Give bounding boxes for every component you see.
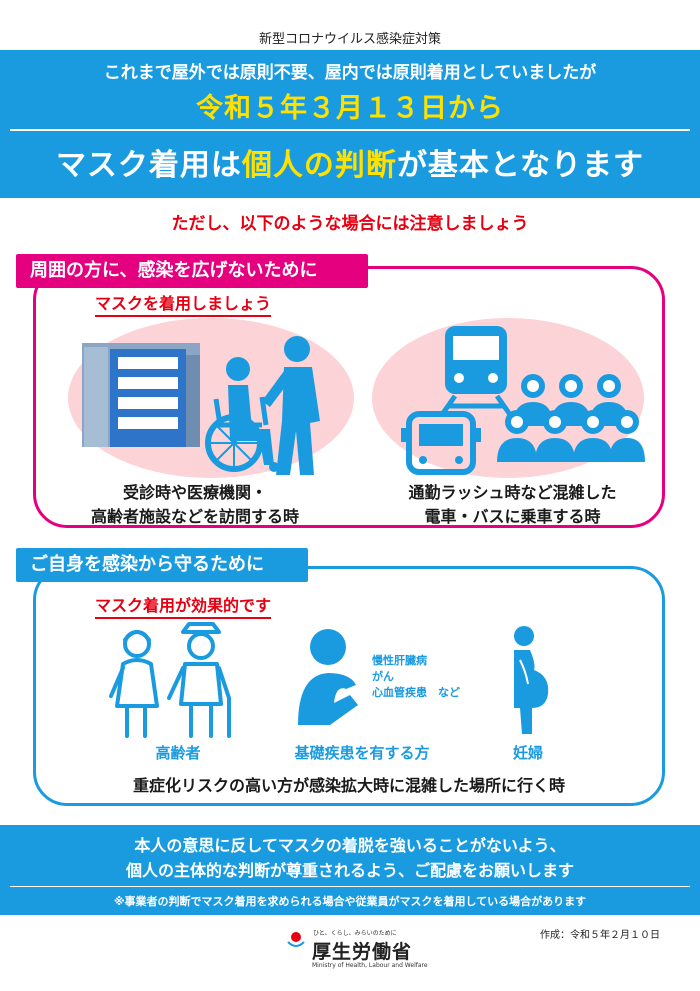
section2-tab: ご自身を感染から守るために (16, 548, 308, 582)
caution-text: ただし、以下のような場合には注意しましょう (171, 214, 529, 234)
disease-list: 慢性肝臓病 がん 心血管疾患 など (372, 653, 460, 701)
caption-hospital-line2: 高齢者施設などを訪問する時 (90, 507, 299, 526)
section1-caption-transit: 通勤ラッシュ時など混雑した 電車・バスに乗車する時 (360, 481, 665, 529)
ministry-logo-icon (284, 932, 308, 952)
section2-frame (33, 566, 665, 806)
caption-transit-line2: 電車・バスに乗車する時 (424, 507, 601, 526)
created-date: 作成：令和５年２月１０日 (540, 930, 660, 941)
train-bus-crowd-icon (401, 326, 645, 475)
banner-main-title: マスク着用は個人の判断が基本となります (0, 140, 700, 184)
section1-subtitle: マスクを着用しましょう (95, 290, 272, 317)
footer-note: ※事業者の判断でマスク着用を求められる場合や従業員がマスクを着用している場合があ… (113, 895, 587, 908)
banner-date: 令和５年３月１３日から (196, 93, 504, 124)
ministry-name-en: Ministry of Health, Labour and Welfare (312, 962, 428, 969)
pregnant-caption: 妊婦 (512, 744, 543, 762)
underlying-condition-person-icon (298, 629, 358, 725)
footer-banner (0, 825, 700, 915)
main-suffix: が基本となります (396, 148, 645, 183)
pregnant-woman-icon (514, 626, 549, 734)
caption-hospital-line1: 受診時や医療機関・ (122, 483, 267, 502)
footer-line1: 本人の意思に反してマスクの着脱を強いることがないよう、 (134, 836, 566, 855)
ministry-name-ja: 厚生労働省 (312, 941, 413, 963)
ministry-tagline: ひと、くらし、みらいのために (313, 930, 397, 937)
banner-line1: これまで屋外では原則不要、屋内では原則着用としていましたが (103, 63, 597, 83)
elderly-caption: 高齢者 (155, 744, 201, 762)
disease-item: 心血管疾患 など (372, 686, 460, 699)
section1-caption-hospital: 受診時や医療機関・ 高齢者施設などを訪問する時 (40, 481, 350, 529)
disease-item: 慢性肝臓病 (372, 654, 427, 667)
section2-bottom-text: 重症化リスクの高い方が感染拡大時に混雑した場所に行く時 (132, 776, 565, 795)
main-highlight: 個人の判断 (241, 148, 397, 183)
banner-divider (10, 129, 690, 131)
disease-item: がん (372, 670, 394, 683)
caption-transit-line1: 通勤ラッシュ時など混雑した (408, 483, 617, 502)
footer-line2: 個人の主体的な判断が尊重されるよう、ご配慮をお願いします (125, 861, 574, 880)
main-prefix: マスク着用は (55, 148, 242, 183)
hospital-wheelchair-icon (82, 336, 320, 475)
section1-tab: 周囲の方に、感染を広げないために (16, 254, 368, 288)
section2-subtitle: マスク着用が効果的です (95, 592, 272, 619)
header-banner (0, 50, 700, 198)
disease-caption: 基礎疾患を有する方 (294, 744, 430, 762)
elderly-couple-icon (109, 622, 231, 738)
top-label: 新型コロナウイルス感染症対策 (258, 32, 441, 47)
footer-divider (10, 886, 690, 887)
